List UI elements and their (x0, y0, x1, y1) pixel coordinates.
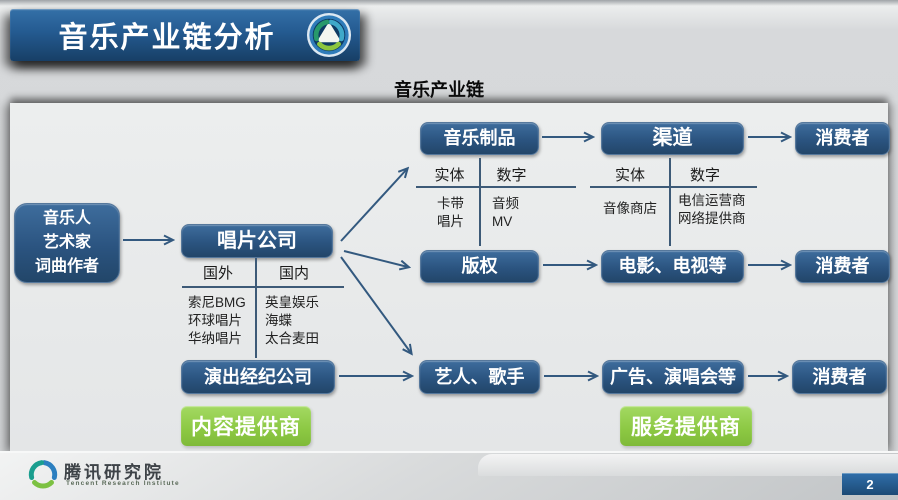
products-table-header-physical: 实体 (434, 167, 465, 184)
footer-brand-logo-icon (28, 460, 58, 489)
footer: 腾讯研究院 Tencent Research Institute (0, 451, 898, 500)
list-item: 卡带 (437, 196, 464, 211)
node-artists: 艺人、歌手 (419, 360, 540, 394)
channel-table-divider-h (590, 186, 757, 188)
label-service-provider: 服务提供商 (620, 406, 752, 446)
record-table-header-domestic: 国内 (278, 265, 309, 282)
creators-line3: 词曲作者 (34, 258, 99, 275)
node-creators: 音乐人 艺术家 词曲作者 (14, 203, 120, 283)
node-channel: 渠道 (601, 122, 744, 155)
channel-table-header-digital: 数字 (689, 167, 720, 184)
products-table-physical-list: 卡带 唱片 (437, 195, 464, 231)
list-item: 电信运营商 (678, 193, 746, 208)
node-consumer-top: 消费者 (795, 122, 890, 155)
footer-swoosh (478, 454, 898, 476)
record-table-foreign-list: 索尼BMG 环球唱片 华纳唱片 (188, 294, 246, 348)
list-item: 华纳唱片 (188, 331, 242, 346)
page-number: 2 (842, 473, 898, 495)
node-copyright: 版权 (420, 250, 539, 283)
products-table-digital-list: 音频 MV (492, 195, 519, 231)
list-item: 索尼BMG (188, 295, 246, 310)
node-agency: 演出经纪公司 (181, 360, 335, 394)
record-table-divider-h (182, 286, 344, 288)
node-music-products: 音乐制品 (420, 122, 539, 155)
channel-table-divider-v (669, 158, 671, 246)
list-item: 环球唱片 (188, 313, 242, 328)
list-item: 网络提供商 (678, 211, 746, 226)
list-item: MV (492, 214, 513, 229)
creators-line2: 艺术家 (42, 234, 91, 251)
node-film-tv: 电影、电视等 (601, 250, 744, 283)
record-table-header-foreign: 国外 (202, 265, 233, 282)
node-consumer-bottom: 消费者 (792, 360, 887, 394)
list-item: 英皇娱乐 (265, 295, 319, 310)
diagram-title: 音乐产业链 (394, 80, 484, 100)
list-item: 音频 (492, 196, 519, 211)
tencent-research-logo-icon (306, 12, 352, 58)
list-item: 太合麦田 (265, 331, 319, 346)
list-item: 音像商店 (603, 201, 657, 216)
list-item: 唱片 (437, 214, 464, 229)
list-item: 海蝶 (265, 313, 292, 328)
channel-table-digital-list: 电信运营商 网络提供商 (678, 192, 746, 228)
channel-table-header-physical: 实体 (614, 167, 645, 184)
node-consumer-middle: 消费者 (795, 250, 890, 283)
header-banner: 音乐产业链分析 (10, 9, 360, 61)
record-table-domestic-list: 英皇娱乐 海蝶 太合麦田 (265, 294, 319, 348)
footer-brand-name-en: Tencent Research Institute (66, 480, 180, 487)
products-table-divider-v (479, 158, 481, 246)
channel-table-physical-list: 音像商店 (603, 200, 657, 218)
products-table-header-digital: 数字 (496, 167, 527, 184)
node-record-company: 唱片公司 (181, 224, 333, 258)
products-table-divider-h (416, 186, 576, 188)
node-ads-concerts: 广告、演唱会等 (602, 360, 744, 394)
label-content-provider: 内容提供商 (181, 406, 311, 446)
creators-line1: 音乐人 (42, 210, 91, 227)
footer-brand-name: 腾讯研究院 (64, 463, 164, 482)
record-table-divider-v (255, 258, 257, 358)
page-title: 音乐产业链分析 (58, 22, 276, 54)
